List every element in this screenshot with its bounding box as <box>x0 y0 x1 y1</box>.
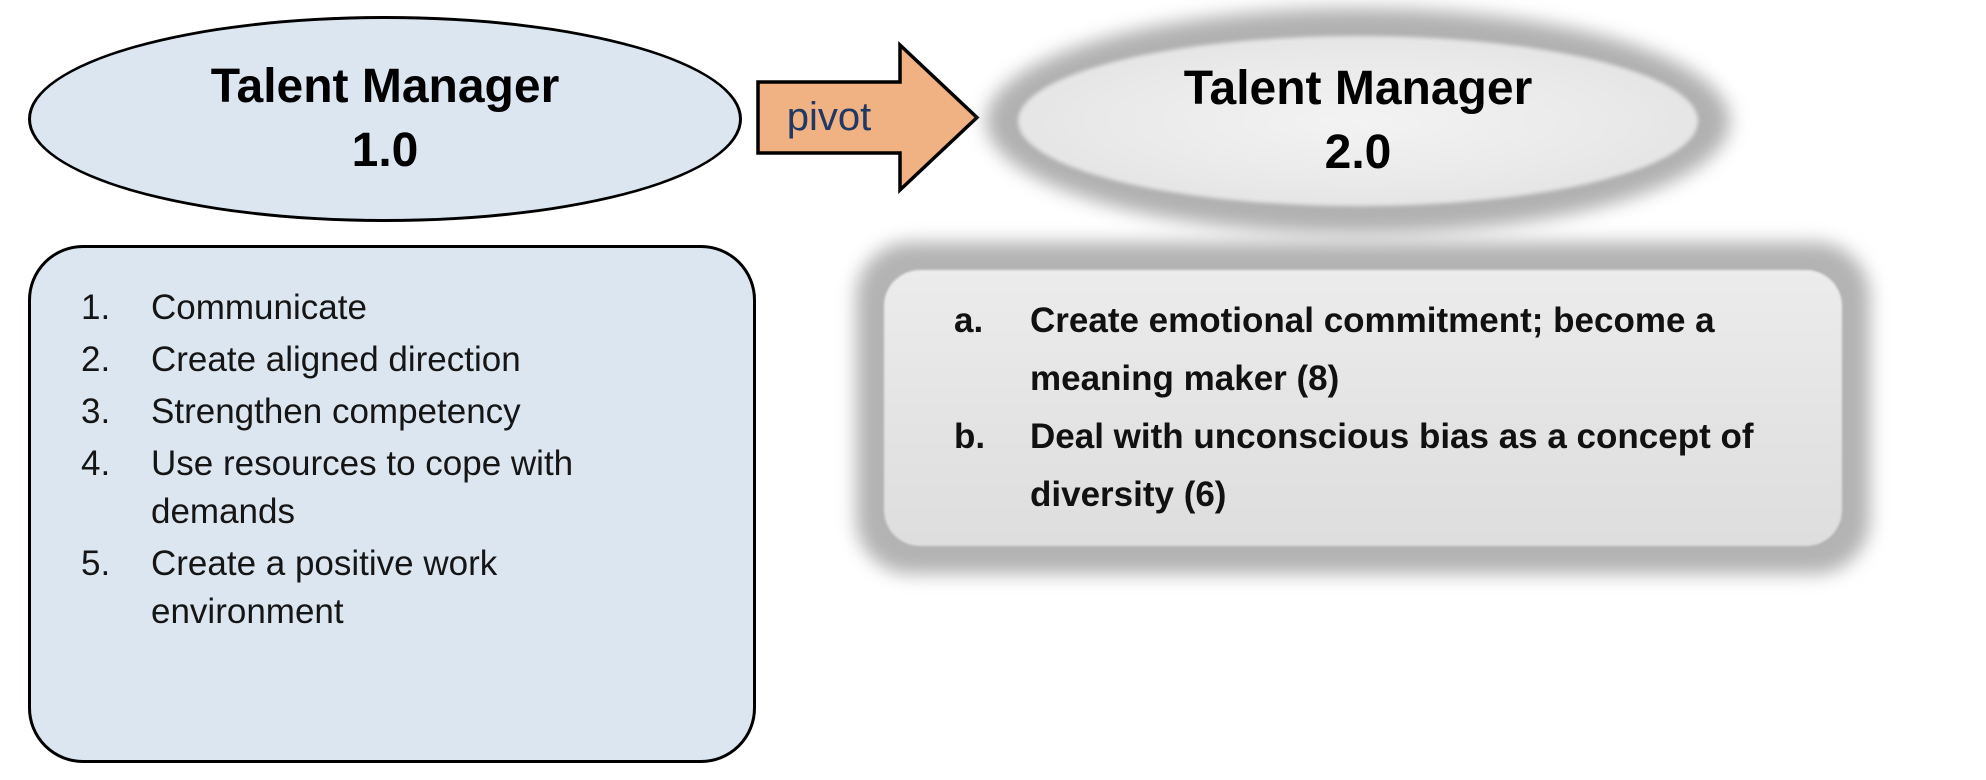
list-item-b-text-line1: Deal with unconscious bias as a concept … <box>1030 417 1754 456</box>
list-item-5-text-line2: environment <box>151 592 344 631</box>
list-item-5-marker: 5. <box>81 544 111 583</box>
list-item-b-text-line2: diversity (6) <box>1030 475 1227 514</box>
talent-manager-2-list: a. Create emotional commitment; become a… <box>884 270 1842 524</box>
talent-manager-2-ellipse-text: Talent Manager 2.0 <box>986 8 1730 234</box>
list-item-1-marker: 1. <box>81 288 111 327</box>
talent-manager-2-title-line2: 2.0 <box>1324 126 1392 179</box>
list-item-2: 2. Create aligned direction <box>81 336 735 384</box>
list-item-4: 4. Use resources to cope with demands <box>81 440 735 536</box>
list-item-5: 5. Create a positive work environment <box>81 540 735 636</box>
list-item-3-text: Strengthen competency <box>151 392 521 431</box>
list-item-a-text-line2: meaning maker (8) <box>1030 359 1340 398</box>
talent-manager-1-title-line2: 1.0 <box>351 124 419 177</box>
list-item-1-text: Communicate <box>151 288 367 327</box>
list-item-4-text-line2: demands <box>151 492 295 531</box>
list-item-b: b. Deal with unconscious bias as a conce… <box>954 408 1826 524</box>
talent-manager-1-ellipse: Talent Manager 1.0 <box>28 16 742 222</box>
talent-manager-1-list-box: 1. Communicate 2. Create aligned directi… <box>28 245 756 763</box>
list-item-a-marker: a. <box>954 301 984 340</box>
list-item-a-text-line1: Create emotional commitment; become a <box>1030 301 1715 340</box>
talent-manager-2-ellipse <box>1018 36 1698 206</box>
list-item-3-marker: 3. <box>81 392 111 431</box>
list-item-4-marker: 4. <box>81 444 111 483</box>
list-item-2-marker: 2. <box>81 340 111 379</box>
list-item-5-text-line1: Create a positive work <box>151 544 498 583</box>
pivot-arrow <box>756 40 980 195</box>
pivot-arrow-label: pivot <box>786 95 872 139</box>
pivot-arrow-shape <box>756 40 980 195</box>
list-item-b-marker: b. <box>954 417 986 456</box>
talent-manager-2-list-box <box>884 270 1842 546</box>
talent-manager-1-list: 1. Communicate 2. Create aligned directi… <box>81 284 735 636</box>
talent-manager-2-title-line1: Talent Manager <box>1183 62 1533 115</box>
list-item-a: a. Create emotional commitment; become a… <box>954 292 1826 408</box>
list-item-2-text: Create aligned direction <box>151 340 521 379</box>
list-item-4-text-line1: Use resources to cope with <box>151 444 574 483</box>
list-item-3: 3. Strengthen competency <box>81 388 735 436</box>
talent-manager-1-title-line1: Talent Manager <box>210 60 560 113</box>
list-item-1: 1. Communicate <box>81 284 735 332</box>
